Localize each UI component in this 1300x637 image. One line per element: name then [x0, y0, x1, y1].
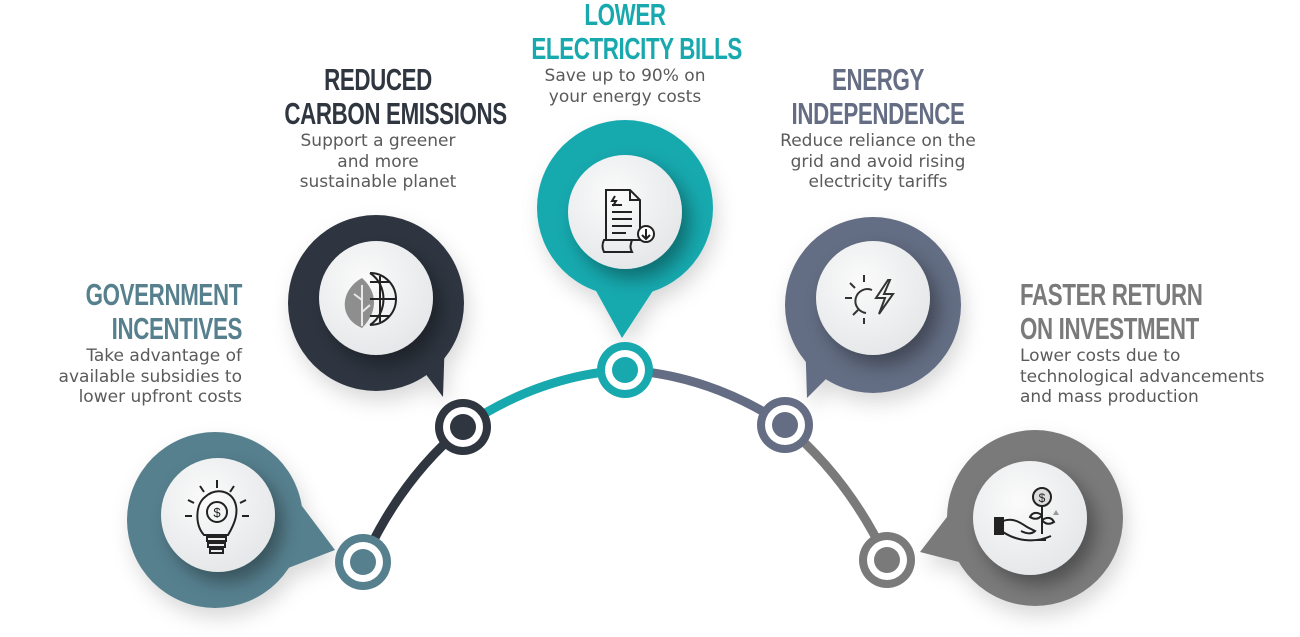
node-carbon [435, 399, 491, 455]
benefit-title: LOWER [584, 0, 666, 32]
benefit-title: GOVERNMENT [85, 277, 243, 312]
benefit-desc: lower upfront costs [78, 387, 242, 407]
svg-text:$: $ [1039, 491, 1046, 505]
benefit-desc: electricity tariffs [808, 172, 948, 192]
benefit-desc: and mass production [1020, 387, 1199, 407]
benefit-desc: sustainable planet [299, 172, 457, 192]
benefit-desc: Save up to 90% on [544, 66, 706, 86]
lightbulb-dollar-gear-icon: $ [185, 480, 249, 554]
leaf-globe-icon [344, 272, 397, 328]
benefit-reduced-carbon-emissions: REDUCED CARBON EMISSIONS Support a green… [248, 63, 508, 193]
benefit-title: INCENTIVES [111, 311, 243, 346]
node-roi [859, 532, 915, 588]
benefit-desc: grid and avoid rising [790, 151, 966, 172]
benefit-title: ON INVESTMENT [1020, 311, 1199, 346]
electricity-bill-document-icon [601, 189, 655, 253]
benefit-desc: Support a greener [300, 131, 456, 151]
benefit-energy-independence: ENERGY INDEPENDENCE Reduce reliance on t… [748, 63, 1008, 193]
benefit-title: FASTER RETURN [1020, 277, 1203, 312]
benefit-lower-electricity-bills: LOWER ELECTRICITY BILLS Save up to 90% o… [495, 0, 755, 107]
benefit-title: REDUCED [324, 62, 432, 97]
benefit-desc: Lower costs due to [1020, 346, 1181, 366]
benefit-title: INDEPENDENCE [791, 96, 965, 131]
node-independence [757, 397, 813, 453]
benefit-desc: technological advancements [1020, 366, 1265, 387]
node-bills [597, 342, 653, 398]
benefit-desc: Reduce reliance on the [780, 131, 976, 151]
benefit-title: CARBON EMISSIONS [284, 96, 507, 131]
benefit-desc: Take advantage of [86, 346, 242, 366]
benefit-title: ELECTRICITY BILLS [531, 31, 742, 66]
benefit-title: ENERGY [831, 62, 925, 97]
benefit-desc: your energy costs [548, 86, 702, 107]
benefit-desc: available subsidies to [58, 366, 242, 387]
node-incentives [335, 534, 391, 590]
sun-lightning-icon [845, 275, 895, 324]
svg-text:$: $ [213, 505, 221, 520]
benefit-desc: and more [337, 151, 419, 172]
hand-money-plant-icon: $ [994, 487, 1059, 542]
benefit-faster-return-on-investment: FASTER RETURN ON INVESTMENT Lower costs … [1020, 278, 1280, 408]
